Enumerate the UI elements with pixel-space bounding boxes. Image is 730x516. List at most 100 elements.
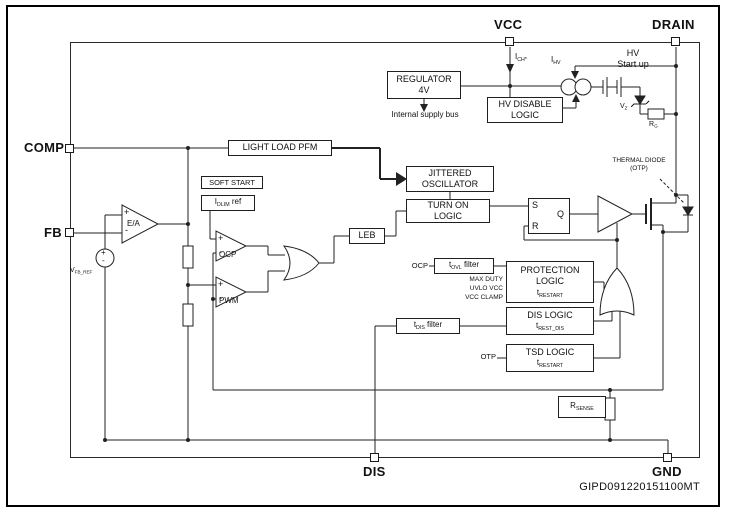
hv-startup-label: HV Start up [606,48,660,70]
internal-supply-bus-label: Internal supply bus [391,110,459,119]
pwm-plus-sign: + [218,279,224,289]
ocp-signal-label: OCP [411,261,428,270]
pin-vcc [505,37,514,46]
light-load-pfm-label: LIGHT LOAD PFM [242,142,318,153]
soft-start-block: SOFT START [201,176,263,189]
ocp-plus-sign: + [218,233,224,243]
pin-label-fb: FB [44,225,62,240]
protection-logic-line2: LOGIC [535,276,564,287]
vfbref-label: VFB_REF [70,267,93,275]
latch-r-label: R [532,221,539,231]
wire-segments [74,47,693,453]
regulator-line1: REGULATOR [396,73,452,84]
divider-resistor-top [182,245,194,269]
zener-diode-symbol [634,95,646,105]
rsense-label: RSENSE [570,401,594,413]
vfbref-minus-sign: - [102,256,105,265]
ihv-current-label: IHV [551,55,561,66]
tsd-logic-line1: TSD LOGIC [525,346,575,357]
vfbref-plus-sign: + [101,248,106,257]
tsd-logic-trestart-label: tRESTART [536,357,564,369]
regulator-block: REGULATOR 4V [387,71,461,99]
ea-amp-triangle [121,204,160,244]
outer-border [6,5,720,507]
turn-on-logic-line1: TURN ON [427,199,469,210]
dis-logic-trest-label: tREST_DIS [536,320,564,332]
ea-amp-label: E/A [127,219,140,228]
latch-q-label: Q [557,209,565,219]
dis-logic-block: DIS LOGIC tREST_DIS [506,307,594,335]
or-gate-pwm [282,245,320,281]
jittered-oscillator-block: JITTERED OSCILLATOR [406,166,494,192]
or-gate-fault [599,267,635,316]
otp-dashed-line [659,178,685,204]
tdis-filter-label: tDIS filter [413,320,443,332]
tdis-filter-block: tDIS filter [396,318,460,334]
otp-signal-label: OTP [480,352,496,361]
arrowheads [396,64,580,186]
dis-logic-line1: DIS LOGIC [527,309,573,320]
pwm-comp-label: PWM [219,296,239,305]
protection-logic-line1: PROTECTION [520,265,580,276]
thermal-diode-label: THERMAL DIODE (OTP) [608,157,670,174]
resistors [182,108,665,421]
max-duty-label: MAX DUTY [469,276,503,283]
ich-current-label: ICH* [515,52,527,63]
pin-label-dis: DIS [363,464,386,479]
ich-arrow [506,64,514,73]
hv-current-source-right [574,78,592,96]
latch-s-label: S [532,200,539,210]
diodes [634,95,694,216]
hv-disable-line1: HV DISABLE [498,98,552,109]
ea-minus-sign: - [125,225,128,235]
divider-resistor-bottom [182,303,194,327]
tsd-logic-block: TSD LOGIC tRESTART [506,344,594,372]
light-load-pfm-block: LIGHT LOAD PFM [228,140,332,156]
rg-resistor [647,108,665,120]
pwm-comp-triangle [215,276,248,308]
idlim-ref-block: IDLIM ref [201,195,255,211]
supply-bus-arrow [420,104,428,112]
turn-on-logic-block: TURN ON LOGIC [406,199,490,223]
thermal-diode-line2: (OTP) [630,165,648,173]
pin-drain [671,37,680,46]
gate-driver-triangle [597,195,634,233]
pin-dis [370,453,379,462]
part-number: GIPD091220151100MT [579,481,700,493]
uvlo-vcc-label: UVLO VCC [469,285,503,292]
ocp-minus-sign: - [219,247,222,257]
mosfet-bars [645,198,652,230]
pin-comp [65,144,74,153]
hv-disable-line2: LOGIC [510,110,539,120]
vz-label: VZ [620,103,628,111]
rsense-resistor [604,397,616,421]
pfm-arrowhead [396,172,407,186]
sr-latch-block [528,198,570,234]
vcc-clamp-label: VCC CLAMP [465,294,503,301]
tovl-filter-label: tOVL filter [448,260,480,272]
thermal-diode-symbol [682,206,694,216]
vfbref-source [95,248,115,268]
sources [95,78,592,268]
ocp-comp-label: OCP [219,250,237,259]
hv-disable-logic-block: HV DISABLE LOGIC [487,97,563,123]
hv-startup-line1: HV [626,48,640,58]
jittered-oscillator-line1: JITTERED [428,167,472,178]
rsense-label-box: RSENSE [558,396,606,418]
pin-label-vcc: VCC [494,17,523,32]
ea-plus-sign: + [124,207,130,217]
rg-label: RG [649,121,658,129]
pin-label-gnd: GND [652,464,682,479]
leb-block: LEB [349,228,385,244]
pin-fb [65,228,74,237]
ihv-arrow [571,71,579,79]
protection-logic-block: PROTECTION LOGIC tRESTART [506,261,594,303]
thermal-diode-line1: THERMAL DIODE [612,157,666,164]
jittered-oscillator-line2: OSCILLATOR [421,179,479,189]
pfm-bold-wire [332,147,397,180]
idlim-ref-label: IDLIM ref [214,197,242,209]
pin-label-drain: DRAIN [652,17,695,32]
pwm-minus-sign: - [219,293,222,303]
